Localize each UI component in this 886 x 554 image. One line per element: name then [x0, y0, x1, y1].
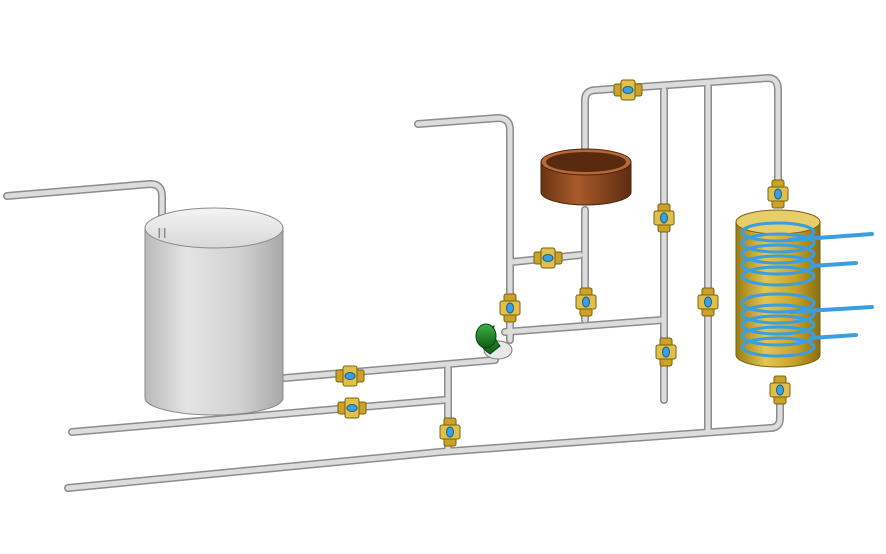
coil-connections [788, 232, 874, 340]
circulation-pump [475, 323, 513, 360]
storage-tank [144, 207, 284, 416]
valve-icon [575, 287, 597, 317]
valve-icon [337, 397, 367, 419]
lower-coil [740, 292, 816, 358]
buffer-tank [735, 209, 874, 368]
valve-icon [499, 293, 521, 323]
valve-icon [439, 417, 461, 447]
valves [335, 79, 791, 447]
valve-icon [653, 203, 675, 233]
valve-icon [655, 337, 677, 367]
expansion-vessel [540, 148, 632, 206]
upper-coil [740, 221, 816, 287]
valve-icon [769, 375, 791, 405]
valve-icon [613, 79, 643, 101]
valve-icon [335, 365, 365, 387]
valve-icon [767, 179, 789, 209]
valve-icon [697, 287, 719, 317]
pipe-network [3, 74, 784, 492]
valve-icon [533, 247, 563, 269]
